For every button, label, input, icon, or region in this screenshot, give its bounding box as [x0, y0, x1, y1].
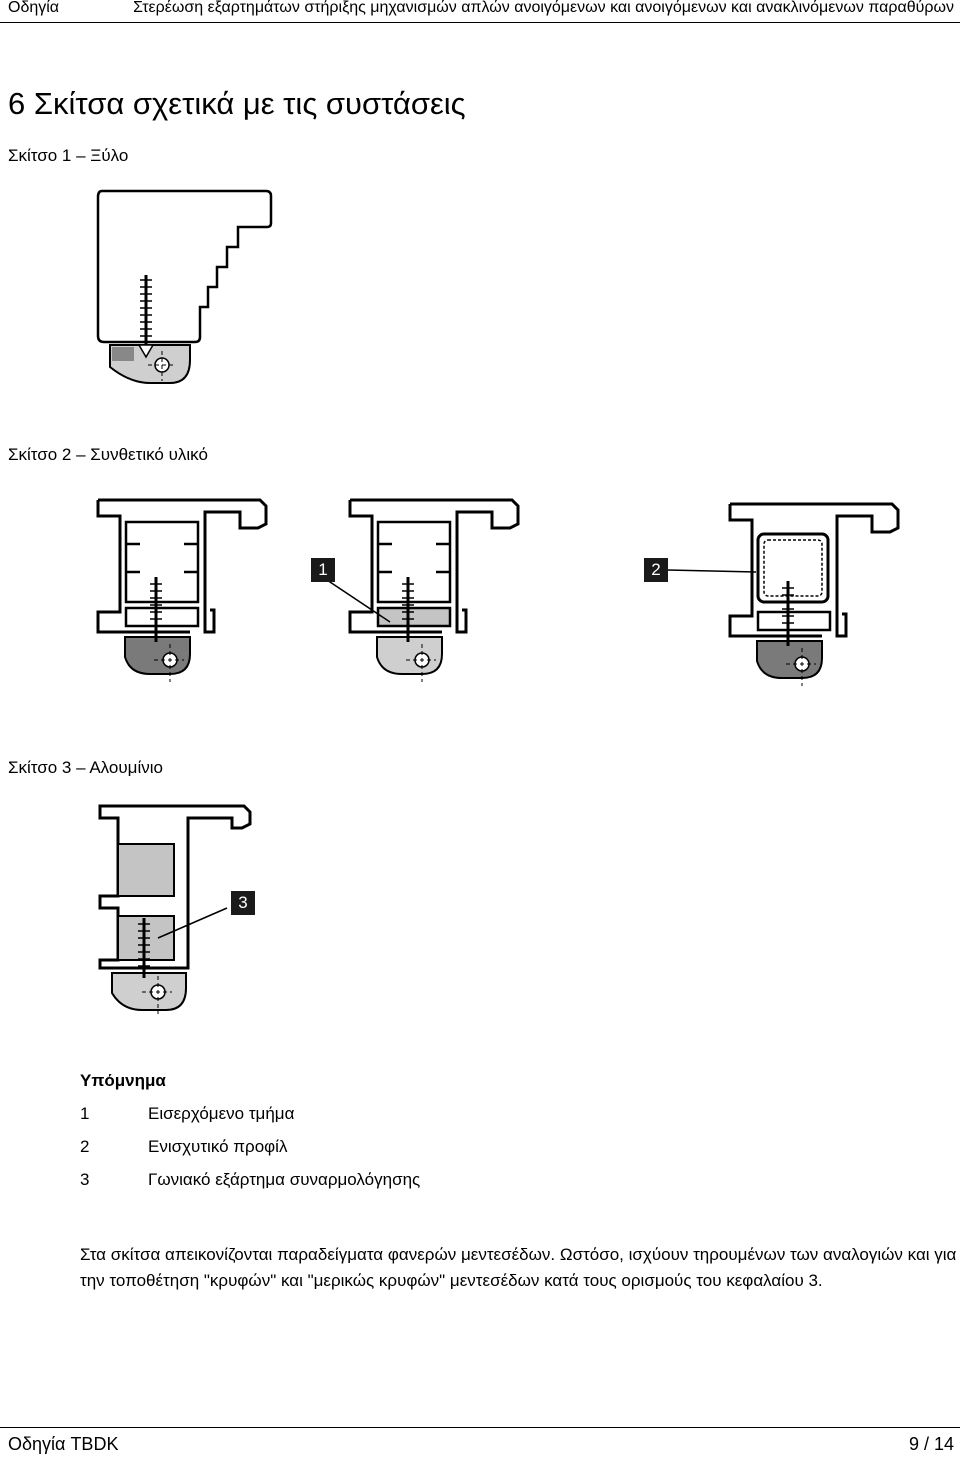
footer-divider [0, 1427, 960, 1428]
section-title: 6 Σκίτσα σχετικά με τις συστάσεις [8, 86, 466, 121]
legend-item-text: Ενισχυτικό προφίλ [148, 1137, 288, 1156]
sketch-1-caption: Σκίτσο 1 – Ξύλο [8, 146, 129, 165]
legend-item-text: Γωνιακό εξάρτημα συναρμολόγησης [148, 1170, 421, 1189]
profile-b [348, 498, 520, 682]
sketch-3-label-3: 3 [231, 891, 255, 915]
header-doc-title: Οδηγία [8, 0, 60, 16]
profile-a [96, 498, 268, 682]
header-chapter-title: Στερέωση εξαρτημάτων στήριξης μηχανισμών… [133, 0, 954, 16]
sketch-2-label-1: 1 [311, 558, 335, 582]
sketch-2-caption: Σκίτσο 2 – Συνθετικό υλικό [8, 445, 208, 464]
sketch-2-label-2: 2 [644, 558, 668, 582]
header-divider [0, 22, 960, 23]
legend-item-number: 2 [80, 1137, 90, 1156]
legend-item-3: 3 Γωνιακό εξάρτημα συναρμολόγησης [80, 1170, 420, 1190]
legend-item-2: 2 Ενισχυτικό προφίλ [80, 1137, 287, 1157]
legend-title: Υπόμνημα [80, 1071, 166, 1090]
legend-item-number: 3 [80, 1170, 90, 1189]
legend-item-text: Εισερχόμενο τμήμα [148, 1104, 295, 1123]
profile-c [728, 502, 900, 686]
sketch-1-wood-drawing [96, 189, 273, 384]
sketch-3-caption: Σκίτσο 3 – Αλουμίνιο [8, 758, 163, 777]
sketch-2-synthetic-drawing [96, 498, 900, 686]
body-paragraph: Στα σκίτσα απεικονίζονται παραδείγματα φ… [80, 1245, 957, 1290]
legend-item-number: 1 [80, 1104, 90, 1123]
footer-doc-name: Οδηγία TBDK [8, 1434, 119, 1454]
footer-page-number: 9 / 14 [908, 1434, 954, 1454]
sketch-3-aluminium-drawing [98, 804, 252, 1014]
legend-item-1: 1 Εισερχόμενο τμήμα [80, 1104, 294, 1124]
